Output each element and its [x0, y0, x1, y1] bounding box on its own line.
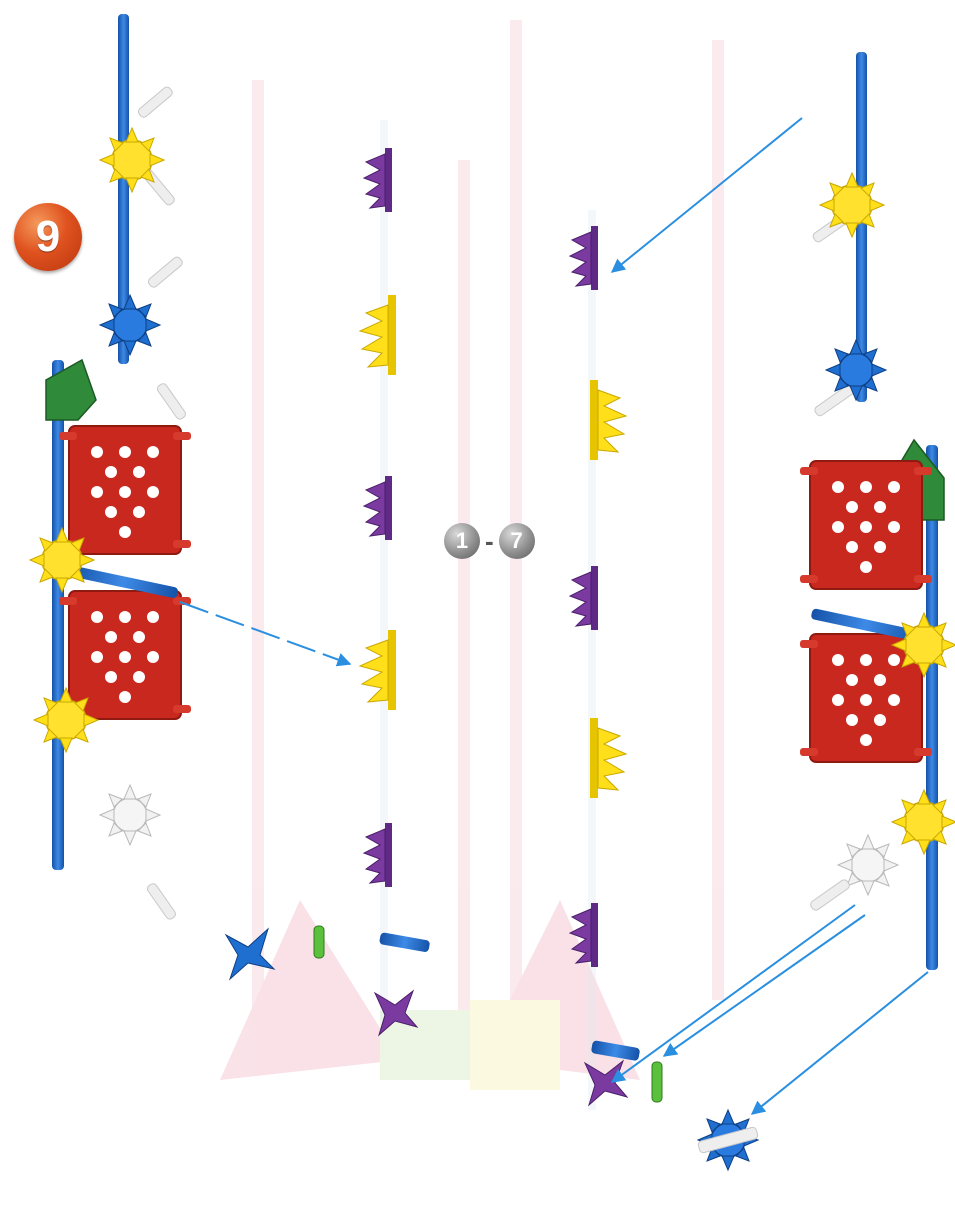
yellow-half-connector [590, 380, 626, 460]
yellow-connector-low [892, 790, 955, 854]
substep-separator: - [485, 526, 494, 557]
blue-connector [100, 295, 160, 355]
right-assembly [800, 52, 955, 970]
blue-connector [826, 340, 886, 400]
yellow-half-connector [590, 718, 626, 798]
yellow-connector-mid [892, 613, 955, 677]
step-number-badge: 9 [14, 203, 82, 271]
arrow-white-to-purple [612, 905, 855, 1082]
substep-range: 1 - 7 [444, 523, 535, 559]
middle-column-left [360, 148, 430, 1035]
purple-connector [364, 823, 392, 887]
yellow-connector [100, 128, 164, 192]
red-panel-upper [800, 461, 932, 589]
white-connector [100, 785, 160, 845]
yellow-half-connector [360, 295, 396, 375]
yellow-connector-low [34, 688, 98, 752]
arrow-left-panel [180, 602, 350, 664]
purple-connector [570, 566, 598, 630]
blue-rod-lower [926, 445, 938, 970]
red-panel-upper [59, 426, 191, 554]
loose-blue-connector [697, 1110, 758, 1170]
purple-connector [364, 476, 392, 540]
step-number: 9 [36, 215, 60, 259]
yellow-half-connector [360, 630, 396, 710]
purple-connector [364, 148, 392, 212]
yellow-connector [820, 173, 884, 237]
substep-start: 1 [444, 523, 480, 559]
left-assembly [30, 14, 191, 921]
arrow-top-right [612, 118, 802, 272]
arrow-white-to-green [664, 915, 865, 1056]
yellow-connector-mid [30, 528, 94, 592]
arrow-rod-to-blue [752, 972, 928, 1114]
substep-end: 7 [499, 523, 535, 559]
purple-connector [570, 226, 598, 290]
red-panel-lower [59, 591, 191, 719]
